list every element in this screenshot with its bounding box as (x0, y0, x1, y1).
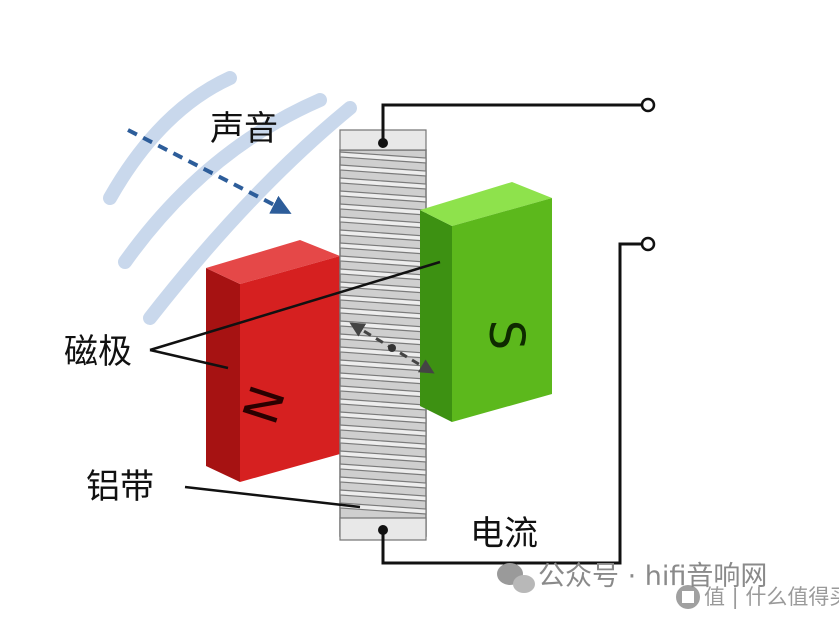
vibration-center-dot (388, 344, 396, 352)
label-magnetic-poles: 磁极 (64, 332, 132, 372)
aluminum-ribbon (339, 129, 427, 541)
sound-direction-arrow (127, 128, 292, 214)
ribbon-fold (339, 489, 427, 502)
ribbon-fold (339, 398, 427, 411)
wire-joint-bottom (378, 525, 388, 535)
ribbon-fold (339, 164, 427, 177)
ribbon-fold (339, 424, 427, 437)
terminal-top (640, 97, 656, 113)
ribbon-fold (339, 450, 427, 463)
ribbon-fold (339, 177, 427, 190)
ribbon-fold (339, 151, 427, 164)
watermark-wechat: 公众号 · hifi音响网 (538, 561, 768, 592)
ribbon-fold (339, 411, 427, 424)
wire-joint-top (378, 138, 388, 148)
label-current: 电流 (470, 514, 538, 554)
ribbon-fold (339, 463, 427, 476)
label-sound: 声音 (210, 109, 278, 149)
ribbon-fold (339, 190, 427, 203)
watermark-brand: 值 | 什么值得买 (704, 585, 839, 609)
wires (381, 103, 644, 565)
magnet-n (206, 240, 340, 482)
terminal-bottom (640, 236, 656, 252)
label-aluminum-ribbon: 铝带 (86, 467, 154, 507)
ribbon-fold (339, 502, 427, 515)
wechat-icon (497, 563, 535, 593)
brand-logo-icon (676, 585, 700, 609)
pole-s-letter: S (478, 320, 534, 350)
magnet-s (420, 182, 552, 422)
leader-lines (149, 260, 441, 509)
ribbon-fold (339, 437, 427, 450)
sound-wave-arcs (103, 71, 357, 325)
ribbon-fold (339, 476, 427, 489)
